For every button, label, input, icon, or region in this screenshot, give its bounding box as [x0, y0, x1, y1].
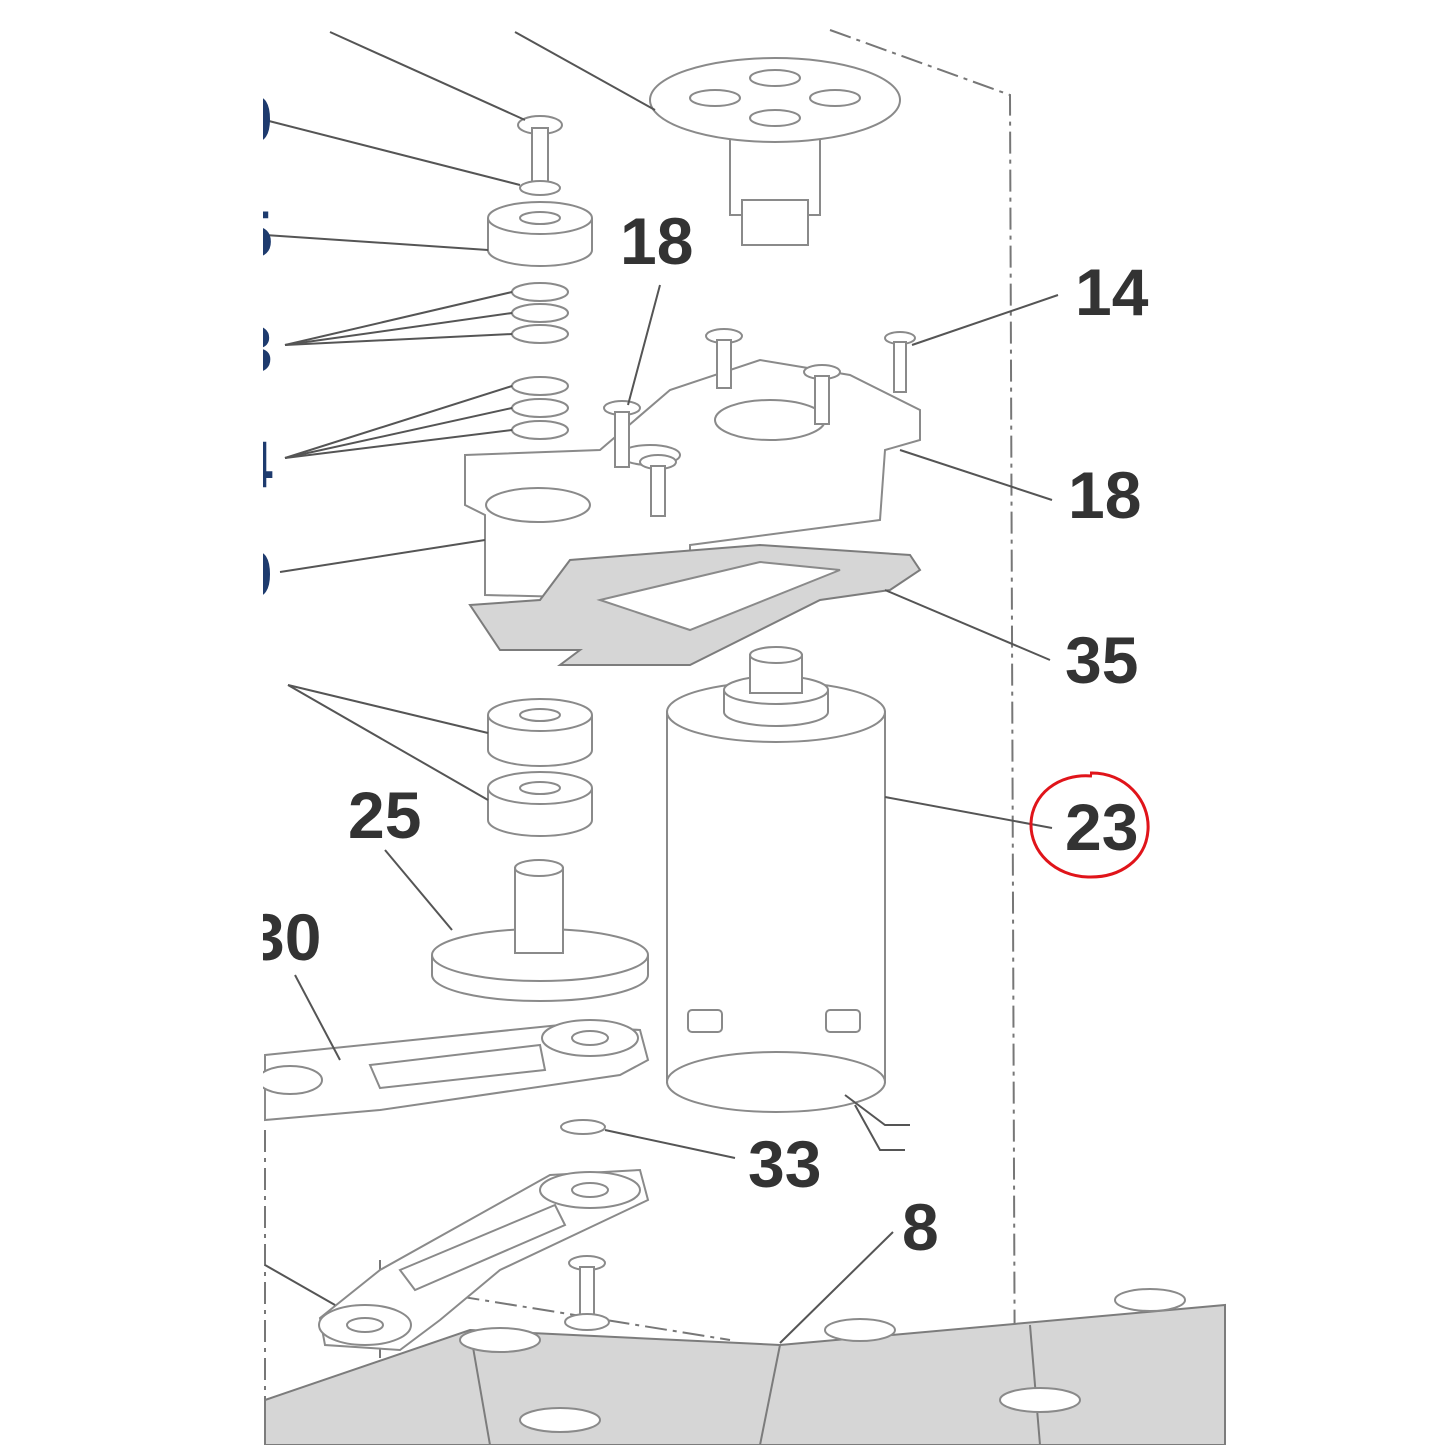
cut-off-labels: 0 5 3 4 0	[236, 82, 273, 611]
link-arm-lower	[318, 1168, 650, 1352]
leader-lines	[264, 31, 1059, 1344]
washer-stack-lower	[511, 376, 569, 440]
housing-screws	[603, 328, 916, 517]
bearing-pair	[487, 698, 593, 837]
bottom-screw	[564, 1255, 610, 1331]
cut-label-2: 5	[236, 197, 273, 271]
screw-b	[639, 454, 677, 517]
callout-33: 33	[748, 1127, 821, 1201]
cut-label-4: 4	[236, 427, 273, 501]
base-frame	[264, 1288, 1226, 1445]
upper-bearing	[487, 201, 593, 267]
left-screw	[517, 115, 563, 196]
screw-d	[803, 364, 841, 425]
top-gear-disc	[649, 57, 901, 246]
cut-label-3: 3	[236, 312, 273, 386]
cut-label-5: 0	[236, 537, 273, 611]
callout-14: 14	[1075, 255, 1149, 329]
callout-30: 30	[248, 900, 321, 974]
motor	[666, 646, 910, 1151]
flanged-shaft	[431, 859, 649, 1002]
cut-label-1: 0	[236, 82, 273, 156]
callout-18-right: 18	[1068, 458, 1141, 532]
screw-e	[884, 331, 916, 393]
gasket-plate	[468, 543, 922, 666]
bearing-upper	[487, 698, 593, 767]
screw-a	[603, 400, 641, 468]
callout-25: 25	[348, 778, 421, 852]
callout-35: 35	[1065, 623, 1138, 697]
callout-8: 8	[902, 1190, 939, 1264]
link-arm-upper	[257, 1019, 650, 1122]
gearbox-housing	[464, 358, 921, 602]
crop-mask	[0, 0, 263, 1445]
screw-c	[705, 328, 743, 389]
washer-stack-upper	[511, 282, 569, 344]
highlight-circle-23	[1029, 771, 1150, 879]
callout-18-top: 18	[620, 204, 693, 278]
bearing-lower	[487, 771, 593, 837]
callout-23: 23	[1065, 790, 1138, 864]
callout-labels: 18 14 18 35 23 25 30 33 8	[248, 204, 1149, 1264]
small-pin	[560, 1119, 606, 1135]
